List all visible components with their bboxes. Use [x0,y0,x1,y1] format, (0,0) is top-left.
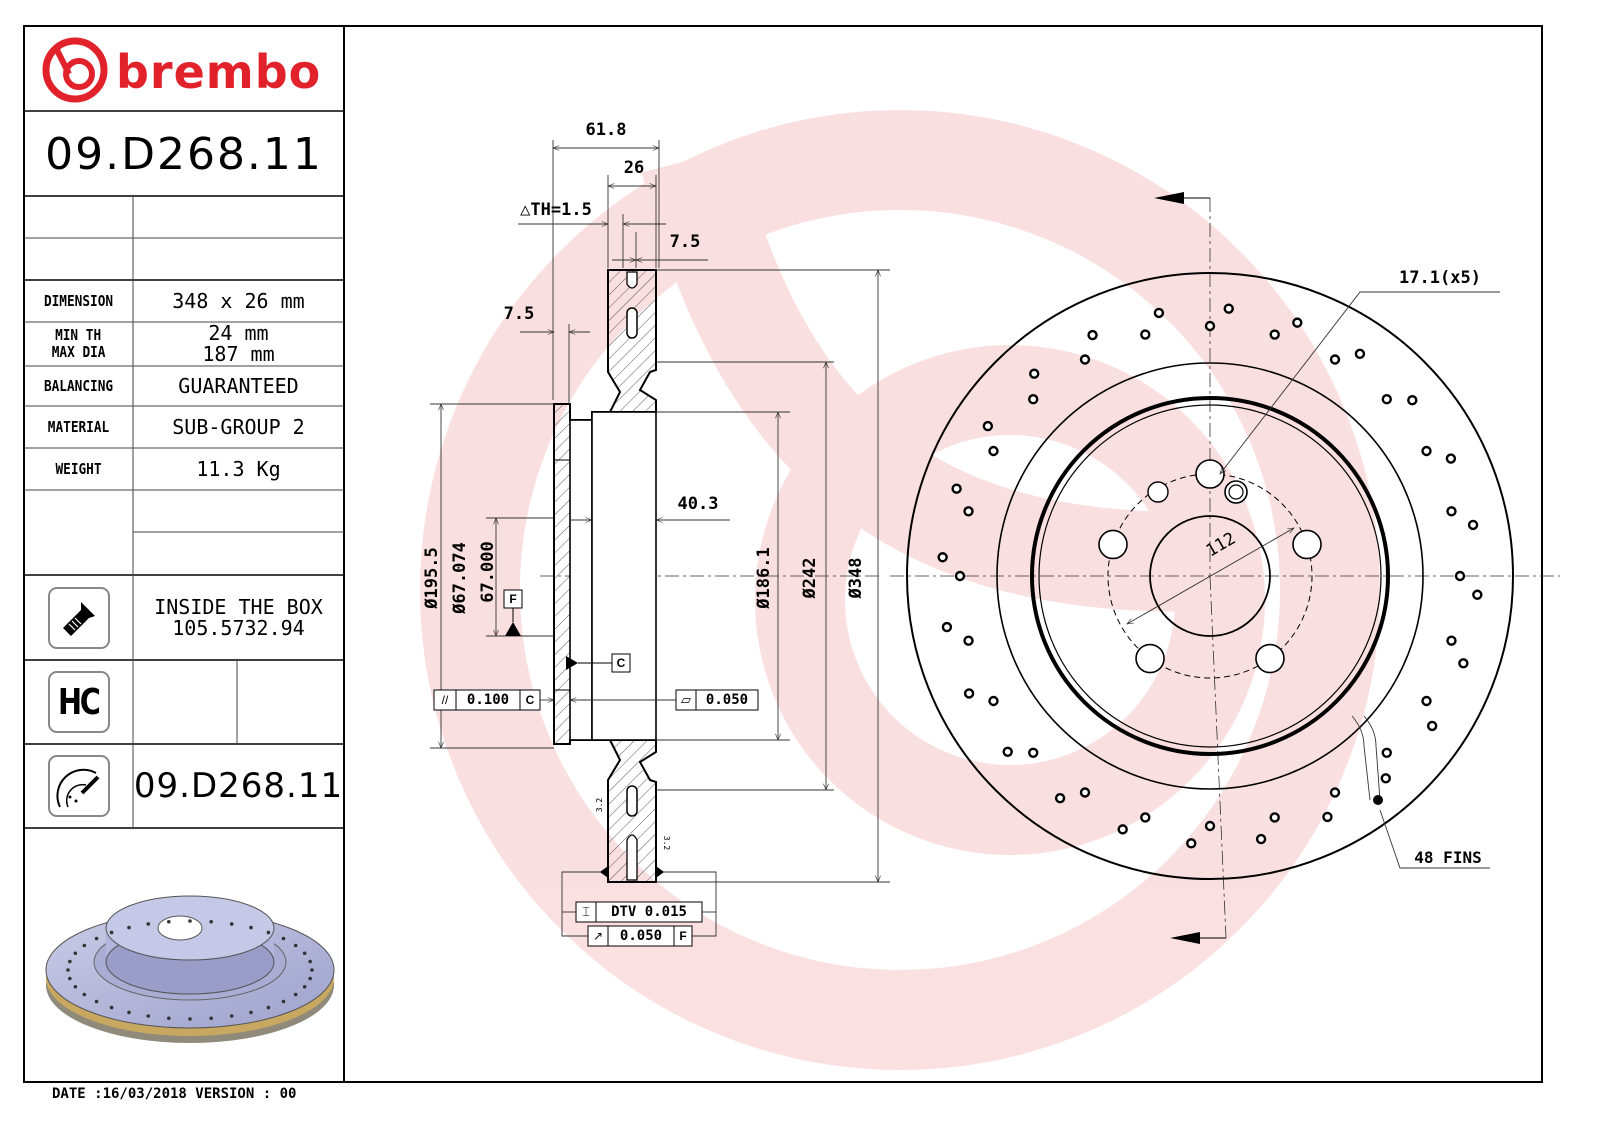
parallelism-value: 0.100 [466,691,510,708]
spec-label-balancing: BALANCING [43,376,114,395]
inside-the-box-code: 105.5732.94 [172,615,305,640]
spec-value-max-dia: 187 mm [202,342,275,366]
sheet-frame [23,25,1543,1083]
dim-delta-th: △TH=1.5 [520,199,592,220]
spec-value-minth-maxdia: 24 mm 187 mm [133,322,344,366]
inside-the-box: INSIDE THE BOX 105.5732.94 [133,575,344,660]
marking-icon-cell [24,744,133,828]
hc-icon: HC [47,671,110,733]
bolt-hole-callout: 17.1(x5) [1399,267,1481,288]
spec-value-min-th: 24 mm [208,321,269,345]
thickness-variation-icon: ⌶ [582,904,590,919]
dim-bore-max: Ø67.074 [449,542,470,614]
spec-label-dimension: DIMENSION [43,291,114,310]
flatness-icon: ▱ [681,692,691,707]
datum-c-label: C [616,656,626,670]
title-block-grid [24,110,344,829]
dim-dia-242: Ø242 [799,557,820,599]
roughness-right: 3.2 [662,835,672,851]
dim-overall-width: 61.8 [585,119,627,140]
screw-icon-cell [24,575,133,660]
title-block-subgrid [24,196,344,828]
spec-value-dimension: 348 x 26 mm [172,288,305,313]
screw-icon [47,586,110,649]
runout-icon: ↗ [592,929,604,943]
section-view [430,140,890,947]
spec-label-minth-maxdia: MIN TH MAX DIA [24,322,133,366]
spec-value-material: SUB-GROUP 2 [172,414,305,439]
footer-date-version: DATE :16/03/2018 VERSION : 00 [52,1086,297,1102]
dim-inner-offset: 7.5 [503,303,535,324]
spec-label-max-dia: MAX DIA [51,343,106,361]
brake-disc-render [45,895,335,1043]
spec-label-weight: WEIGHT [55,459,102,478]
hc-icon-cell: HC [24,660,133,744]
dim-hat-depth: 40.3 [677,493,719,514]
disc-marking-icon [47,755,110,817]
dim-thickness: 26 [623,157,645,178]
dim-outer-offset: 7.5 [669,231,701,252]
fins-callout: 48 FINS [1414,847,1482,867]
dim-dia-195: Ø195.5 [421,547,442,609]
spec-label-min-th: MIN TH [55,326,102,344]
parallelism-icon: // [441,693,449,707]
part-number: 09.D268.11 [45,128,323,180]
roughness-left: 3.2 [594,797,604,813]
dim-dia-348: Ø348 [845,557,866,599]
front-view [890,192,1560,944]
parallelism-datum: C [525,693,535,707]
brembo-logo-icon [42,37,108,103]
marking-part-number: 09.D268.11 [133,766,344,806]
spec-value-weight: 11.3 Kg [196,456,281,481]
inside-the-box-title: INSIDE THE BOX [154,594,323,619]
brembo-watermark [420,110,1380,1070]
flatness-value: 0.050 [705,691,749,708]
runout-datum: F [679,929,687,943]
dtv-value: DTV 0.015 [611,903,687,920]
spec-value-balancing: GUARANTEED [178,373,299,398]
dim-bore-min: 67.000 [477,541,498,603]
dim-dia-186: Ø186.1 [753,547,774,609]
datum-f-label: F [509,592,517,606]
runout-value: 0.050 [619,927,663,944]
brand-wordmark: brembo [116,45,322,99]
spec-label-material: MATERIAL [47,417,110,436]
